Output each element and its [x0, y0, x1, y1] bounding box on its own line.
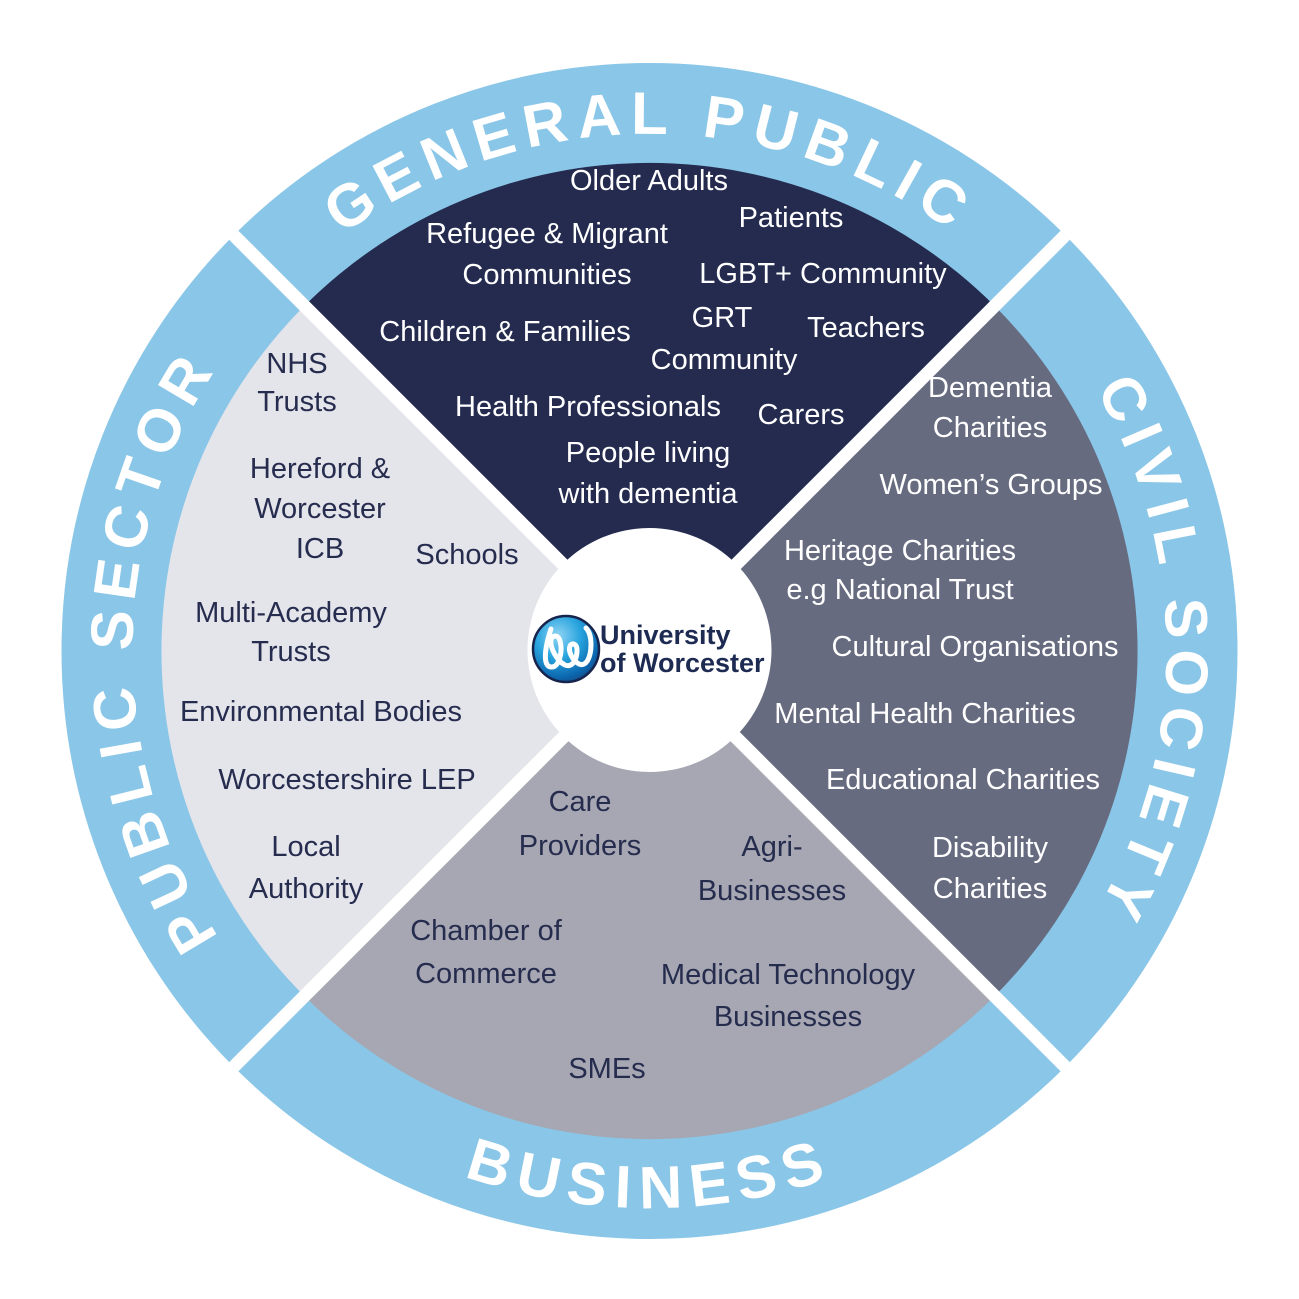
item-care-providers-line2: Providers [519, 830, 642, 862]
uw-logo-w-icon [542, 625, 594, 670]
center-hub [527, 528, 772, 772]
sector-general-public [304, 162, 995, 652]
item-multi-academy-trusts-line2: Trusts [251, 636, 330, 668]
item-care-providers-line1: Care [549, 786, 612, 818]
item-hereford-worcester-icb-line1: Hereford & [250, 453, 390, 485]
item-medical-technology-line1: Medical Technology [661, 959, 916, 991]
item-people-living-dementia-line2: with dementia [558, 478, 739, 510]
item-older-adults: Older Adults [570, 165, 728, 197]
item-multi-academy-trusts-line1: Multi-Academy [195, 597, 387, 629]
item-local-authority-line1: Local [271, 831, 340, 863]
item-agri-businesses-line1: Agri- [741, 831, 802, 863]
item-chamber-commerce-line2: Commerce [415, 958, 557, 990]
item-heritage-charities-line1: Heritage Charities [784, 535, 1016, 567]
item-people-living-dementia-line1: People living [566, 437, 730, 469]
item-hereford-worcester-icb-line2: Worcester [254, 493, 386, 525]
sector-business [304, 651, 995, 1140]
item-worcestershire-lep: Worcestershire LEP [218, 764, 475, 796]
item-disability-charities-line2: Charities [933, 873, 1047, 905]
item-disability-charities-line1: Disability [932, 832, 1049, 864]
item-grt-line1: GRT [692, 302, 753, 334]
item-chamber-commerce-line1: Chamber of [410, 915, 562, 947]
item-local-authority-line2: Authority [249, 873, 364, 905]
item-agri-businesses-line2: Businesses [698, 875, 846, 907]
item-womens-groups: Women’s Groups [880, 469, 1103, 501]
outer-ring [61, 63, 1238, 1239]
item-mental-health-charities: Mental Health Charities [774, 698, 1075, 730]
item-medical-technology-line2: Businesses [714, 1001, 862, 1033]
item-nhs-trusts-line1: NHS [266, 348, 327, 380]
item-patients: Patients [739, 202, 844, 234]
item-educational-charities: Educational Charities [826, 764, 1100, 796]
item-grt-line2: Community [651, 344, 798, 376]
sector-civil-society [649, 305, 1138, 997]
item-carers: Carers [757, 399, 844, 431]
item-health-professionals: Health Professionals [455, 391, 721, 423]
item-nhs-trusts-line2: Trusts [257, 386, 336, 418]
item-smes: SMEs [568, 1053, 645, 1085]
item-heritage-charities-line2: e.g National Trust [786, 574, 1013, 606]
item-hereford-worcester-icb-line3: ICB [296, 533, 344, 565]
item-dementia-charities-line1: Dementia [928, 372, 1053, 404]
item-refugee-migrant-line2: Communities [462, 259, 631, 291]
item-teachers: Teachers [807, 312, 925, 344]
uw-logo-text-line1: University [600, 620, 731, 650]
item-lgbt-community: LGBT+ Community [699, 258, 947, 290]
item-children-families: Children & Families [379, 316, 630, 348]
sector-public-sector [161, 305, 650, 997]
item-cultural-organisations: Cultural Organisations [832, 631, 1119, 663]
uw-logo: University of Worcester [531, 614, 765, 684]
uw-logo-text-line2: of Worcester [600, 648, 765, 678]
item-schools: Schools [415, 539, 518, 571]
item-environmental-bodies: Environmental Bodies [180, 696, 462, 728]
item-dementia-charities-line2: Charities [933, 412, 1047, 444]
item-refugee-migrant-line1: Refugee & Migrant [426, 218, 668, 250]
